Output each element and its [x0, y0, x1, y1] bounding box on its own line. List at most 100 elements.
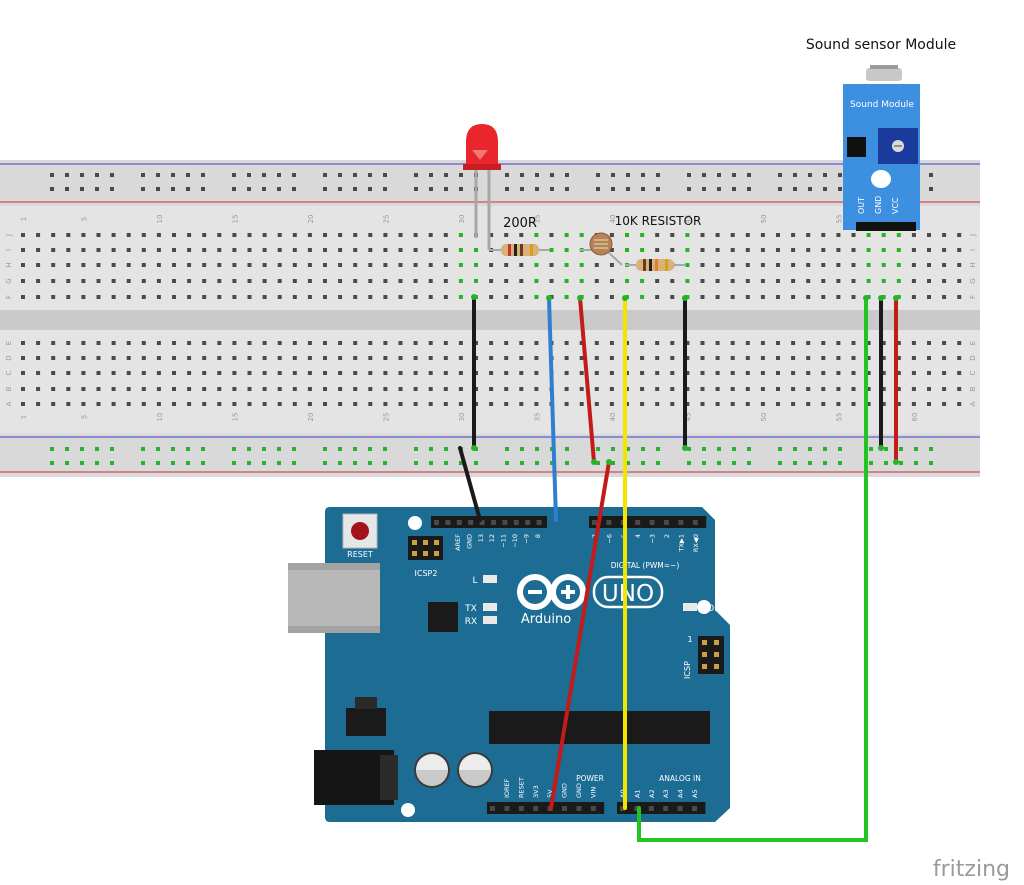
breadboard-hole — [353, 356, 358, 360]
pin-label: 8 — [534, 534, 542, 538]
breadboard-hole — [338, 387, 343, 391]
breadboard-hole — [398, 248, 403, 252]
rail-hole — [808, 447, 812, 451]
breadboard-hole — [911, 233, 916, 237]
row-letter: A — [5, 401, 13, 406]
breadboard-hole — [957, 371, 962, 375]
breadboard-hole — [36, 356, 41, 360]
breadboard-hole — [458, 295, 463, 299]
rail-hole — [95, 173, 99, 177]
rail-hole — [201, 187, 205, 191]
breadboard-hole — [353, 295, 358, 299]
arduino-uno-board: RESET ICSP2 L TX RX ON — [288, 507, 730, 822]
breadboard-hole — [353, 387, 358, 391]
rail-hole — [656, 447, 660, 451]
breadboard-hole — [791, 279, 796, 283]
breadboard-hole — [111, 263, 116, 267]
column-number: 10 — [156, 413, 164, 422]
rail-hole — [429, 447, 433, 451]
breadboard-hole — [368, 233, 373, 237]
voltage-regulator — [346, 708, 386, 736]
breadboard-hole — [247, 371, 252, 375]
breadboard-hole — [519, 387, 524, 391]
breadboard-hole — [458, 402, 463, 406]
breadboard-hole — [730, 341, 735, 345]
breadboard-hole — [187, 371, 192, 375]
breadboard-hole — [156, 341, 161, 345]
breadboard-hole — [700, 356, 705, 360]
rail-hole — [65, 447, 69, 451]
breadboard-hole — [685, 263, 690, 267]
rail-hole — [292, 461, 296, 465]
breadboard-hole — [323, 233, 327, 237]
breadboard-hole — [187, 263, 192, 267]
breadboard-hole — [96, 387, 101, 391]
breadboard-hole — [609, 295, 614, 299]
breadboard-hole — [594, 371, 599, 375]
breadboard-hole — [640, 341, 645, 345]
breadboard-hole — [111, 341, 116, 345]
led-tx-label: TX — [464, 604, 477, 614]
pin-label: 13 — [477, 534, 485, 542]
breadboard-hole — [66, 387, 71, 391]
breadboard-hole — [232, 402, 237, 406]
pin-label: GND — [575, 783, 583, 798]
breadboard-hole — [821, 279, 826, 283]
breadboard-hole — [81, 402, 86, 406]
header-pin — [479, 520, 485, 525]
rail-hole — [292, 447, 296, 451]
rail-hole — [505, 461, 509, 465]
breadboard-hole — [474, 263, 478, 267]
breadboard-hole — [51, 248, 56, 252]
breadboard-hole — [141, 356, 146, 360]
breadboard-hole — [398, 295, 403, 299]
breadboard-hole — [911, 248, 916, 252]
breadboard-hole — [126, 341, 131, 345]
breadboard-hole — [81, 279, 86, 283]
breadboard-hole — [655, 295, 660, 299]
breadboard-hole — [413, 341, 418, 345]
rail-hole — [262, 187, 266, 191]
breadboard-hole — [247, 341, 252, 345]
breadboard-hole — [353, 279, 358, 283]
column-number: 15 — [231, 413, 239, 422]
breadboard-hole — [715, 295, 720, 299]
breadboard-hole — [836, 341, 841, 345]
icsp-pin — [423, 551, 428, 556]
breadboard-hole — [368, 263, 373, 267]
breadboard-hole — [791, 295, 796, 299]
breadboard-hole — [413, 295, 418, 299]
breadboard-hole — [292, 279, 297, 283]
breadboard-hole — [534, 233, 539, 237]
row-letter: I — [969, 249, 977, 251]
breadboard-hole — [292, 356, 297, 360]
breadboard-hole — [428, 233, 433, 237]
breadboard-hole — [323, 356, 327, 360]
breadboard-hole — [957, 233, 962, 237]
rail-hole — [232, 173, 236, 177]
breadboard-hole — [217, 356, 222, 360]
rail-hole — [247, 187, 251, 191]
column-number: 35 — [533, 215, 541, 224]
rail-hole — [338, 461, 342, 465]
header-pin — [490, 806, 495, 811]
breadboard-hole — [368, 402, 373, 406]
breadboard-hole — [81, 356, 86, 360]
breadboard-hole — [156, 248, 161, 252]
breadboard-hole — [715, 279, 720, 283]
rail-hole — [110, 447, 114, 451]
column-number: 30 — [458, 215, 466, 224]
rail-hole — [414, 173, 418, 177]
breadboard-hole — [549, 248, 554, 252]
breadboard-hole — [141, 387, 146, 391]
capacitor — [414, 752, 450, 788]
breadboard-hole — [353, 402, 358, 406]
breadboard-hole — [353, 371, 358, 375]
breadboard-hole — [338, 341, 343, 345]
breadboard-hole — [96, 402, 101, 406]
breadboard-hole — [534, 279, 539, 283]
breadboard-hole — [760, 356, 765, 360]
breadboard-hole — [730, 402, 735, 406]
rail-hole — [823, 173, 827, 177]
rail-hole — [95, 187, 99, 191]
